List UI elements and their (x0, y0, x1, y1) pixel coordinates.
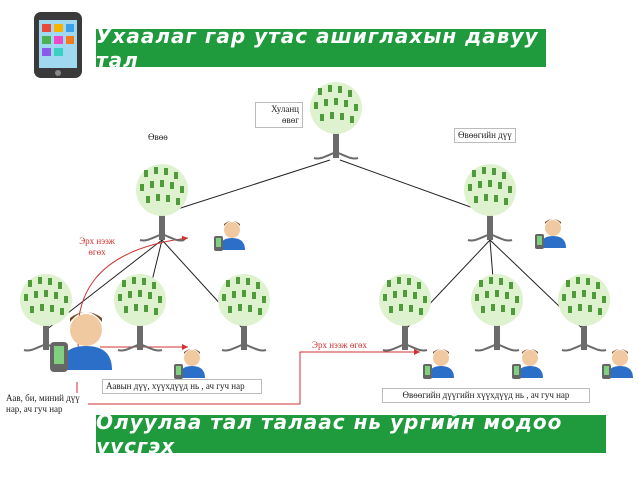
tree-icon (135, 163, 189, 242)
footer-banner: Олуулаа тал талаас нь ургийн модоо ууcгэ… (96, 410, 606, 458)
user-with-phone-icon (602, 349, 633, 379)
title-banner: Ухаалаг гар утас ашиглахын давуу тал (96, 24, 546, 72)
user-with-phone-icon (214, 221, 245, 251)
user-with-phone-icon (512, 349, 543, 379)
tree-icon (378, 273, 432, 352)
node-uncle-children-label: Өвөөгийн дүүгийн хүүхдүүд нь , ач гуч на… (382, 388, 590, 403)
grant-access-label-left: Эрх нээж өгөх (79, 236, 115, 257)
node-self-label: Аав, би, миний дүү нар, ач гуч нар (6, 393, 88, 415)
tree-icon (113, 273, 167, 352)
node-great-grandparent-label: Хуланц өвөг (255, 102, 303, 128)
tree-icon (463, 163, 517, 242)
grant-access-label-right: Эрх нээж өгөх (312, 340, 368, 350)
user-with-phone-icon (174, 349, 205, 379)
tree-icon (470, 273, 524, 352)
user-with-phone-icon (423, 349, 454, 379)
user-with-phone-icon (535, 219, 566, 249)
tree-icon (217, 273, 271, 352)
node-grandfather-label: Өвөө (148, 132, 168, 143)
node-father-siblings-label: Аавын дүү, хүүхдүүд нь , ач гуч нар (102, 379, 262, 394)
tree-icon (309, 81, 363, 160)
node-great-uncle-label: Өвөөгийн дүү (454, 128, 516, 143)
tree-icon (19, 273, 73, 352)
tree-icon (557, 273, 611, 352)
smartphone-icon (34, 12, 82, 78)
